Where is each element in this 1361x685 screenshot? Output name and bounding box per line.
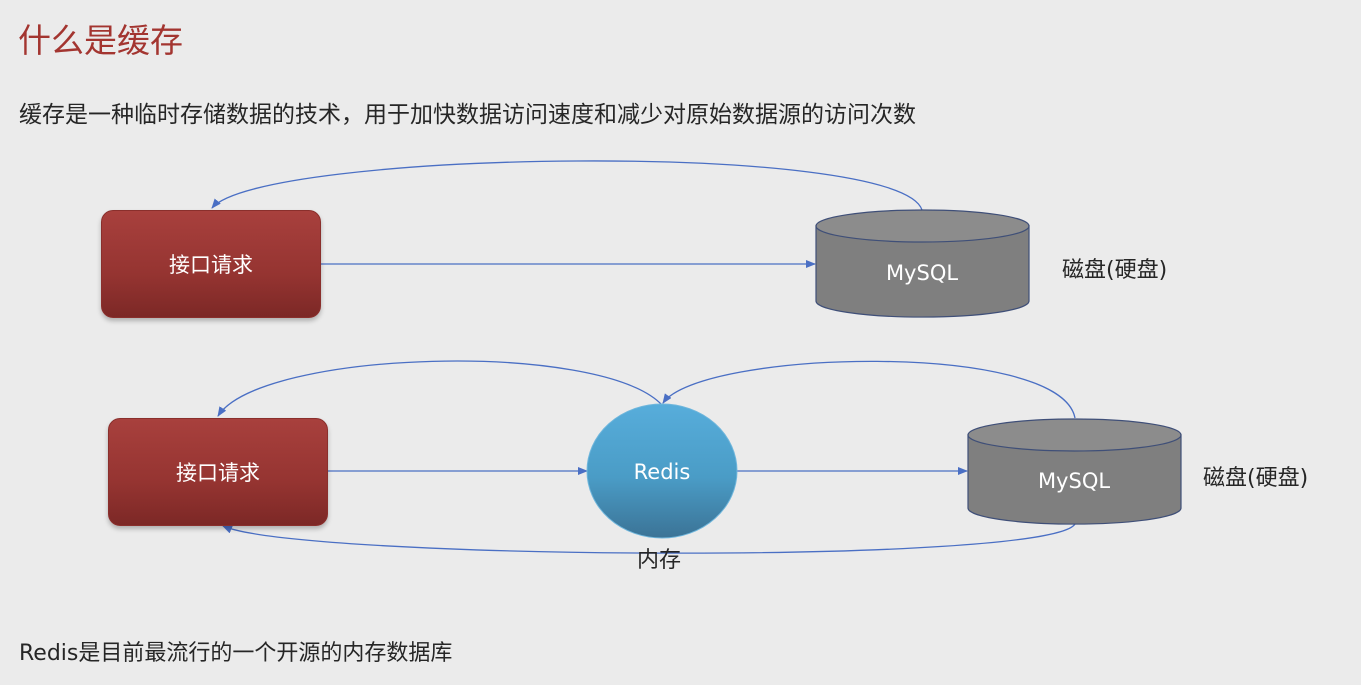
arrow-mysql-to-redis bbox=[662, 360, 1076, 419]
mysql-label-2: MySQL bbox=[1038, 469, 1110, 493]
api-request-label-2: 接口请求 bbox=[176, 461, 260, 485]
diagram-with-cache: Redis MySQL bbox=[217, 360, 1182, 554]
memory-label: 内存 bbox=[637, 548, 682, 573]
mysql-label-1: MySQL bbox=[886, 261, 958, 285]
mysql-cylinder-1: MySQL bbox=[815, 209, 1030, 318]
arrow-mysql-to-request bbox=[211, 160, 923, 211]
footer-note: Redis是目前最流行的一个开源的内存数据库 bbox=[19, 641, 453, 666]
api-request-box-2: 接口请求 bbox=[108, 418, 328, 526]
disk-label-2: 磁盘(硬盘) bbox=[1203, 466, 1309, 491]
arrow-redis-to-request bbox=[217, 360, 663, 417]
redis-label: Redis bbox=[634, 460, 691, 484]
page-title: 什么是缓存 bbox=[18, 21, 183, 60]
redis-node: Redis bbox=[586, 403, 738, 539]
diagram-direct-db: MySQL bbox=[211, 160, 1030, 318]
api-request-box-1: 接口请求 bbox=[101, 210, 321, 318]
mysql-cylinder-2: MySQL bbox=[967, 418, 1182, 525]
disk-label-1: 磁盘(硬盘) bbox=[1062, 258, 1168, 283]
api-request-label-1: 接口请求 bbox=[169, 253, 253, 277]
page-subtitle: 缓存是一种临时存储数据的技术，用于加快数据访问速度和减少对原始数据源的访问次数 bbox=[19, 102, 916, 128]
arrow-mysql-to-request-bottom bbox=[222, 523, 1076, 554]
